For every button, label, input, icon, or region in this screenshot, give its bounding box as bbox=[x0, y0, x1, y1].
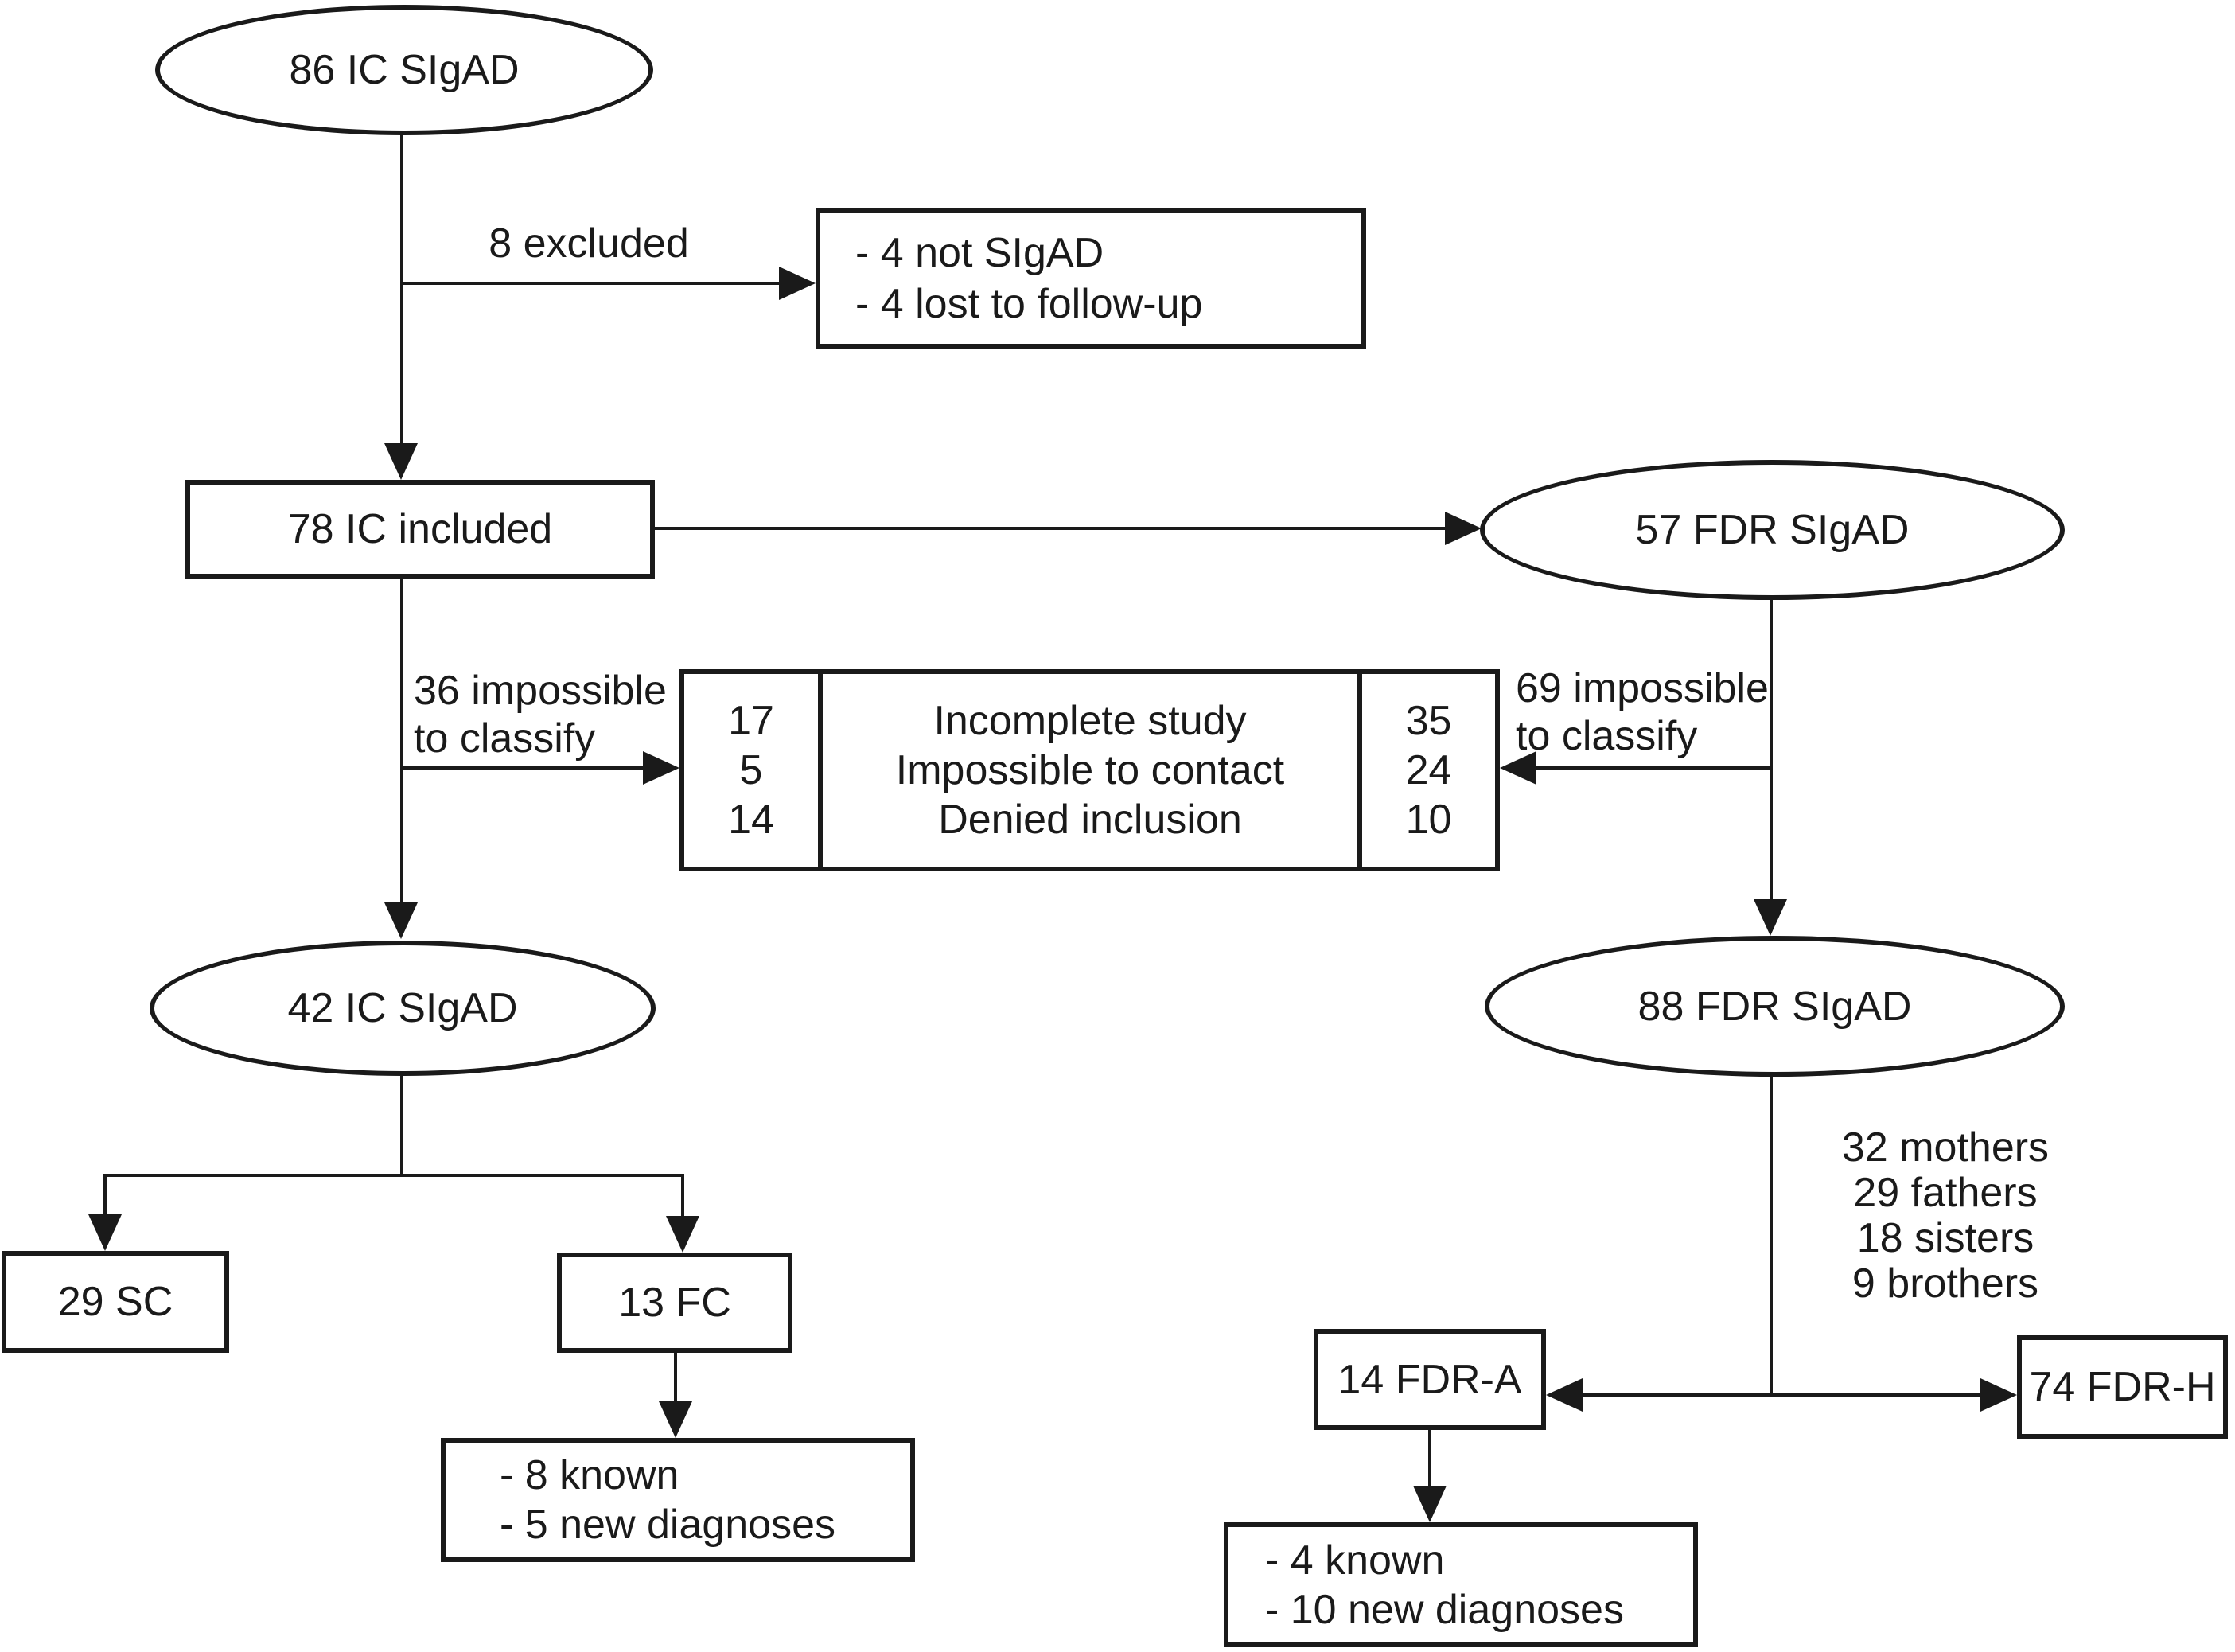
box-sc-label: 29 SC bbox=[57, 1279, 173, 1325]
arrowhead-into-fdr-h bbox=[1980, 1378, 2017, 1412]
arrowhead-into-excluded-box bbox=[779, 267, 816, 300]
reason-label: Impossible to contact bbox=[895, 747, 1285, 793]
connector-fdr-final-stem bbox=[1770, 1077, 1773, 1397]
box-fdr-a-outcomes: - 4 known - 10 new diagnoses bbox=[1224, 1522, 1698, 1647]
box-ic-included: 78 IC included bbox=[185, 480, 655, 579]
connector-excluded bbox=[402, 282, 779, 285]
box-fdr-h-label: 74 FDR-H bbox=[2029, 1364, 2216, 1410]
arrowhead-into-fdr-initial bbox=[1445, 512, 1482, 545]
box-fc-label: 13 FC bbox=[618, 1280, 731, 1326]
reasons-ic-count: 5 bbox=[739, 747, 763, 793]
fdr-breakdown-item: 18 sisters bbox=[1856, 1215, 2034, 1261]
fc-outcome: - 5 new diagnoses bbox=[500, 1502, 836, 1548]
fdr-breakdown-list: 32 mothers 29 fathers 18 sisters 9 broth… bbox=[1822, 1125, 2069, 1307]
box-fc-outcomes: - 8 known - 5 new diagnoses bbox=[441, 1438, 915, 1562]
excluded-item: - 4 lost to follow-up bbox=[855, 281, 1203, 327]
box-excluded-reasons: - 4 not SIgAD - 4 lost to follow-up bbox=[816, 208, 1366, 349]
box-fdr-h: 74 FDR-H bbox=[2017, 1335, 2228, 1439]
fc-outcome: - 8 known bbox=[500, 1452, 679, 1498]
reasons-fdr-count: 35 bbox=[1405, 698, 1452, 744]
box-fc: 13 FC bbox=[557, 1253, 792, 1353]
connector-to-fc bbox=[681, 1174, 684, 1219]
box-fdr-a-label: 14 FDR-A bbox=[1337, 1356, 1522, 1403]
arrowhead-into-fdr-final bbox=[1754, 899, 1787, 936]
node-fdr-initial-label: 57 FDR SIgAD bbox=[1635, 507, 1910, 553]
node-ic-final-label: 42 IC SIgAD bbox=[287, 985, 518, 1031]
connector-fdr-a-to-outcomes bbox=[1428, 1430, 1431, 1486]
ic-unclassified-label: 36 impossible to classify bbox=[414, 667, 667, 762]
node-fdr-final: 88 FDR SIgAD bbox=[1485, 936, 2065, 1077]
fdr-breakdown-item: 9 brothers bbox=[1851, 1260, 2039, 1307]
connector-fdr-initial-to-final bbox=[1770, 599, 1773, 900]
box-sc: 29 SC bbox=[2, 1251, 229, 1353]
connector-ic-included-to-fdr bbox=[655, 527, 1447, 530]
node-ic-final: 42 IC SIgAD bbox=[150, 941, 656, 1076]
fdr-unclassified-line: to classify bbox=[1516, 713, 1698, 759]
arrowhead-into-fdr-a bbox=[1546, 1378, 1583, 1412]
reasons-labels-column: Incomplete study Impossible to contact D… bbox=[818, 674, 1362, 867]
box-fdr-a: 14 FDR-A bbox=[1314, 1329, 1546, 1430]
connector-ic-final-stem bbox=[400, 1076, 403, 1177]
reasons-ic-count: 14 bbox=[728, 797, 774, 843]
fdr-a-outcome: - 10 new diagnoses bbox=[1265, 1586, 1624, 1633]
node-fdr-final-label: 88 FDR SIgAD bbox=[1637, 983, 1912, 1030]
arrowhead-into-reasons-right bbox=[1500, 751, 1536, 785]
reasons-fdr-counts-column: 35 24 10 bbox=[1362, 674, 1495, 867]
fdr-breakdown-item: 29 fathers bbox=[1853, 1170, 2038, 1216]
ic-unclassified-line: to classify bbox=[414, 715, 596, 762]
arrowhead-into-fdr-a-outcomes bbox=[1413, 1486, 1447, 1522]
connector-fc-to-outcomes bbox=[674, 1353, 677, 1404]
arrowhead-into-ic-included bbox=[384, 443, 418, 480]
connector-ic-initial-to-included bbox=[400, 134, 403, 444]
arrowhead-into-reasons-left bbox=[643, 751, 679, 785]
reasons-ic-counts-column: 17 5 14 bbox=[684, 674, 818, 867]
ic-unclassified-line: 36 impossible bbox=[414, 668, 667, 714]
reasons-ic-count: 17 bbox=[728, 698, 774, 744]
connector-ic-unclassified bbox=[402, 766, 644, 770]
excluded-item: - 4 not SIgAD bbox=[855, 230, 1104, 276]
connector-fdr-split bbox=[1579, 1393, 1984, 1397]
arrowhead-into-ic-final bbox=[384, 902, 418, 939]
node-fdr-initial: 57 FDR SIgAD bbox=[1480, 460, 2065, 600]
fdr-unclassified-label: 69 impossible to classify bbox=[1516, 664, 1769, 760]
node-ic-initial-label: 86 IC SIgAD bbox=[289, 47, 520, 93]
connector-ic-split bbox=[103, 1174, 684, 1177]
arrowhead-into-sc bbox=[88, 1214, 122, 1251]
arrowhead-into-fc-outcomes bbox=[659, 1401, 692, 1438]
reasons-fdr-count: 10 bbox=[1405, 797, 1452, 843]
box-exclusion-reasons: 17 5 14 Incomplete study Impossible to c… bbox=[679, 669, 1500, 871]
node-ic-initial: 86 IC SIgAD bbox=[155, 5, 653, 135]
connector-ic-included-to-final bbox=[400, 579, 403, 904]
fdr-a-outcome: - 4 known bbox=[1265, 1537, 1445, 1584]
arrowhead-into-fc bbox=[666, 1216, 699, 1253]
reason-label: Denied inclusion bbox=[938, 797, 1242, 843]
fdr-breakdown-item: 32 mothers bbox=[1841, 1124, 2050, 1171]
excluded-count-label: 8 excluded bbox=[489, 220, 689, 267]
fdr-unclassified-line: 69 impossible bbox=[1516, 665, 1769, 711]
box-ic-included-label: 78 IC included bbox=[287, 506, 553, 552]
reasons-fdr-count: 24 bbox=[1405, 747, 1452, 793]
connector-to-sc bbox=[103, 1174, 107, 1218]
connector-fdr-unclassified bbox=[1536, 766, 1771, 770]
reason-label: Incomplete study bbox=[933, 698, 1247, 744]
